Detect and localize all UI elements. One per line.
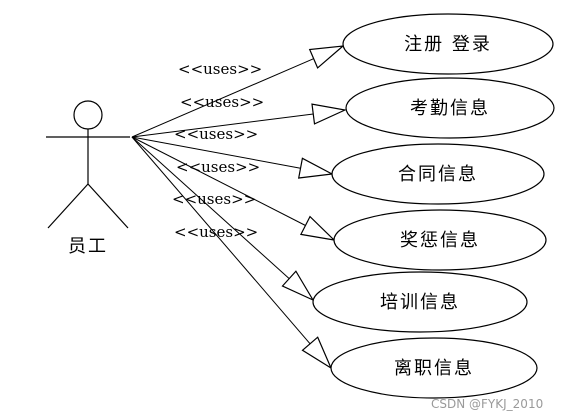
uses-stereotype-label: <<uses>> — [176, 158, 260, 176]
use-case-ellipse — [342, 13, 554, 75]
uses-stereotype-label: <<uses>> — [180, 93, 264, 111]
association-line — [131, 136, 311, 345]
use-case-label: 奖惩信息 — [400, 230, 480, 251]
uses-stereotype-label: <<uses>> — [174, 125, 258, 143]
actor: 员工 — [46, 100, 130, 257]
actor-left-leg — [47, 183, 89, 229]
use-case-label: 合同信息 — [398, 164, 478, 185]
use-case-label: 培训信息 — [380, 292, 460, 313]
use-case-label: 离职信息 — [394, 358, 474, 379]
open-triangle-arrowhead — [297, 157, 334, 179]
association-line — [131, 113, 314, 138]
use-case-label: 考勤信息 — [410, 98, 490, 119]
open-triangle-arrowhead — [311, 103, 347, 125]
association-line — [131, 58, 314, 138]
actor-name: 员工 — [68, 236, 108, 257]
use-case-ellipse — [333, 209, 547, 271]
uses-stereotype-label: <<uses>> — [174, 223, 258, 241]
open-triangle-arrowhead — [299, 215, 336, 241]
association-line — [131, 136, 306, 226]
open-triangle-arrowhead — [281, 270, 315, 302]
use-case-label: 注册 登录 — [404, 34, 492, 55]
actor-right-leg — [87, 183, 129, 229]
relation-6: <<uses>> 离职信息 — [131, 136, 538, 399]
relations-layer: <<uses>>注册 登录<<uses>>考勤信息<<uses>>合同信息<<u… — [131, 13, 555, 399]
watermark: CSDN @FYKJ_2010 — [431, 397, 543, 411]
use-case-ellipse — [312, 271, 528, 333]
use-case-ellipse — [345, 77, 555, 139]
association-line — [131, 136, 301, 169]
use-case-ellipse — [331, 143, 545, 205]
open-triangle-arrowhead — [301, 336, 333, 370]
relation-2: <<uses>> 考勤信息 — [131, 77, 555, 139]
relation-3: <<uses>> 合同信息 — [131, 125, 545, 205]
open-triangle-arrowhead — [308, 45, 345, 69]
actor-head — [73, 100, 103, 130]
use-case-ellipse — [330, 337, 538, 399]
relation-4: <<uses>> 奖惩信息 — [131, 136, 547, 271]
relation-5: <<uses>> 培训信息 — [131, 136, 528, 333]
uses-stereotype-label: <<uses>> — [172, 190, 256, 208]
uses-stereotype-label: <<uses>> — [178, 60, 262, 78]
association-line — [131, 136, 290, 279]
relation-1: <<uses>> 注册 登录 — [131, 13, 554, 138]
